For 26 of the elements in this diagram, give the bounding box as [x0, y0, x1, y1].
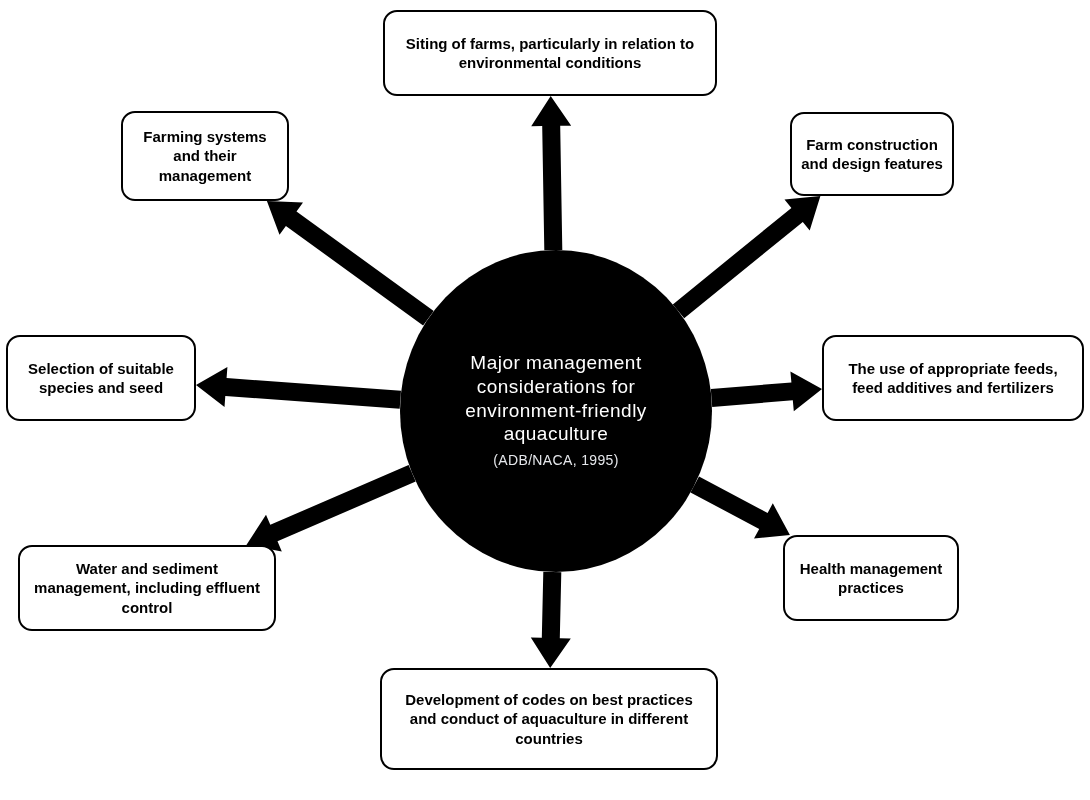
- topic-box: [18, 545, 276, 631]
- box-text: Selection of suitable species and seed: [27, 358, 175, 398]
- arrow: [246, 465, 416, 552]
- topic-box: [6, 335, 196, 421]
- box-text: The use of appropriate feeds, feed additives and fertilizers: [847, 358, 1059, 398]
- citation: (ADB/NACA, 1995): [493, 451, 619, 470]
- topic-box: [383, 10, 717, 96]
- arrow: [196, 367, 401, 409]
- topic-box: [121, 111, 289, 201]
- box-text: Development of codes on best practices and conduct of aquaculture in different countries: [404, 689, 694, 749]
- box-text: Farm construction and design features: [800, 134, 944, 174]
- topic-box: [790, 112, 954, 196]
- box-text: Water and sediment management, including effluent control: [33, 558, 261, 618]
- topic-box: [822, 335, 1084, 421]
- center-title: Major management considerations for environment-friendly aquaculture: [464, 351, 648, 446]
- topic-box: [783, 535, 959, 621]
- arrow: [672, 196, 821, 319]
- arrow: [710, 371, 822, 412]
- arrow: [530, 571, 571, 668]
- arrow: [266, 201, 434, 326]
- arrow: [690, 476, 790, 539]
- box-text: Health management practices: [798, 558, 944, 598]
- arrow: [531, 96, 572, 251]
- box-text: Farming systems and their management: [142, 126, 268, 186]
- topic-box: [380, 668, 718, 770]
- box-text: Siting of farms, particularly in relation to environmental conditions: [404, 33, 696, 73]
